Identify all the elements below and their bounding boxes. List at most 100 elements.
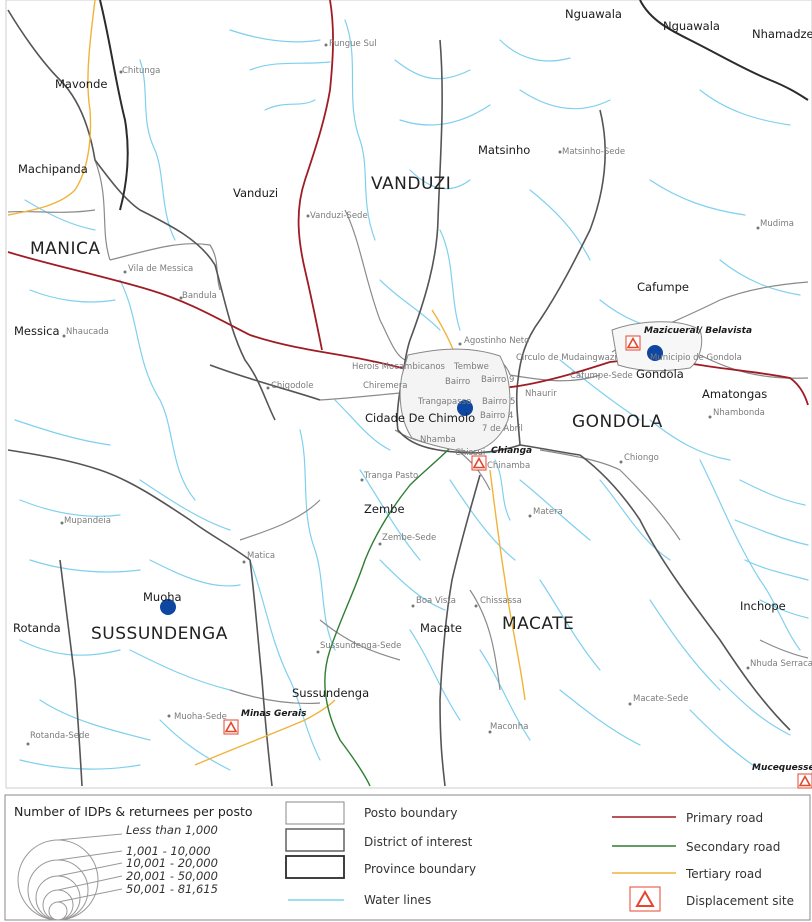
district-vanduzi: VANDUZI (371, 174, 451, 194)
label-tranga-posto: Trangapasso (417, 397, 471, 407)
label-municipio-gondola: Municipio de Gondola (650, 353, 742, 363)
label-rotanda-sede: Rotanda-Sede (30, 731, 90, 741)
small-labels: Pungue Sul Chitunga Matsinho-Sede Vanduz… (30, 39, 812, 741)
label-bandula: Bandula (182, 291, 217, 301)
secondary-roads (324, 434, 463, 787)
legend-swatch-posto (285, 801, 345, 825)
label-matera: Matera (533, 507, 563, 517)
legend-displacement-site: Displacement site (686, 894, 794, 908)
label-macate-sede: Macate-Sede (633, 694, 688, 704)
label-mucequesse: Mucequesse (752, 763, 812, 773)
label-pungue-sul: Pungue Sul (329, 39, 377, 49)
legend-size-class-5: 50,001 - 81,615 (126, 882, 218, 896)
legend-size-class-3: 10,001 - 20,000 (126, 856, 218, 870)
district-labels: VANDUZI MANICA GONDOLA SUSSUNDENGA MACAT… (30, 174, 663, 644)
water-lines (14, 19, 809, 771)
label-mazicueral: Mazicueral/ Belavista (644, 326, 752, 336)
label-cafumpe-sede: Cafumpe-Sede (570, 371, 633, 381)
label-nhambonda: Nhambonda (713, 408, 765, 418)
label-inchope: Inchope (740, 599, 786, 613)
legend-size-class-1: Less than 1,000 (126, 823, 218, 837)
label-cafumpe: Cafumpe (637, 280, 689, 294)
label-matsinho-sede: Matsinho-Sede (562, 147, 625, 157)
label-sete-de-abril: 7 de Abril (482, 424, 523, 434)
legend-size-circles (17, 833, 123, 921)
label-nhuda-serracao: Nhuda Serracao (750, 659, 812, 669)
idp-dot-gondola (647, 345, 663, 361)
legend-swatch-district (285, 828, 345, 852)
label-nhamadze: Nhamadze (752, 27, 812, 41)
displacement-site-icon (797, 773, 812, 789)
idp-dot-chimoio (457, 400, 473, 416)
label-chigodole: Chigodole (271, 381, 313, 391)
label-muoha-sede: Muoha-Sede (174, 712, 227, 722)
label-tembwe: Tembwe (453, 362, 489, 372)
label-muoha: Muoha (143, 590, 182, 604)
legend-primary-road: Primary road (686, 811, 763, 825)
label-cidade-chimoio: Cidade De Chimoio (365, 411, 475, 425)
label-zembe-sede: Zembe-Sede (382, 533, 436, 543)
label-messica: Messica (14, 324, 60, 338)
district-manica: MANICA (30, 239, 101, 259)
legend-water-lines: Water lines (364, 893, 431, 907)
legend: Number of IDPs & returnees per posto Les… (4, 794, 811, 921)
label-herois: Herois Mocambicanos (352, 362, 446, 372)
idp-dot-muoha (160, 599, 176, 615)
district-gondola: GONDOLA (572, 412, 663, 432)
label-chianga: Chianga (491, 446, 532, 456)
label-nguawala-n: Nguawala (565, 7, 622, 21)
label-nhamba: Nhamba (420, 435, 456, 445)
label-gondola: Gondola (636, 367, 684, 381)
town-labels: Nguawala Nguawala Nhamadze Mavonde Matsi… (13, 7, 812, 700)
displacement-site-icon (471, 455, 487, 471)
idp-dots (160, 345, 663, 615)
label-vanduzi-sede: Vanduzi-Sede (310, 211, 368, 221)
legend-size-class-4: 20,001 - 50,000 (126, 869, 218, 883)
legend-tertiary-road: Tertiary road (685, 867, 762, 881)
label-mupandeia: Mupandeia (64, 516, 111, 526)
label-vanduzi: Vanduzi (233, 186, 278, 200)
province-boundary (99, 0, 809, 211)
site-labels: Mazicueral/ Belavista Chianga Minas Gera… (241, 326, 812, 773)
label-nhaucada: Nhaucada (66, 327, 109, 337)
legend-swatch-province (285, 855, 345, 879)
place-markers (26, 43, 760, 746)
label-circulo-mudaingwazi: Circulo de Mudaingwazi (516, 353, 617, 363)
label-macate: Macate (420, 621, 462, 635)
label-matica: Matica (247, 551, 275, 561)
label-bairro-9: Bairro 9 (481, 375, 514, 385)
label-mavonde: Mavonde (55, 77, 107, 91)
label-chiremera: Chiremera (363, 381, 407, 391)
label-chissassa: Chissassa (480, 596, 522, 606)
label-bairro-5: Bairro 5 (482, 397, 515, 407)
label-vila-nova: Bairro (445, 377, 470, 387)
label-chiongo: Chiongo (624, 453, 659, 463)
label-matsinho: Matsinho (478, 143, 530, 157)
label-machipanda: Machipanda (18, 162, 88, 176)
label-chissui: Chissui (455, 448, 485, 458)
displacement-site-icon (625, 335, 641, 351)
label-sussundenga-sede: Sussundenga-Sede (320, 641, 401, 651)
label-sussundenga: Sussundenga (292, 686, 369, 700)
district-sussundenga: SUSSUNDENGA (91, 624, 228, 644)
label-maconha: Maconha (490, 722, 528, 732)
label-chitunga: Chitunga (122, 66, 160, 76)
displacement-site-icon (223, 719, 239, 735)
label-boa-vista: Boa Vista (416, 596, 456, 606)
label-tranga-pasto: Tranga Pasto (363, 471, 418, 481)
label-zembe: Zembe (364, 502, 405, 516)
label-nhaurir: Nhaurir (525, 389, 557, 399)
label-agostinho-neto: Agostinho Neto (464, 336, 529, 346)
label-bairro-4: Bairro 4 (480, 411, 513, 421)
legend-size-class-2: 1,001 - 10,000 (126, 844, 211, 858)
displacement-sites (223, 335, 812, 789)
label-chinamba: Chinamba (487, 461, 530, 471)
label-nguawala-e: Nguawala (663, 19, 720, 33)
legend-posto-boundary: Posto boundary (364, 806, 457, 820)
label-vila-de-messica: Vila de Messica (128, 264, 193, 274)
label-minas-gerais: Minas Gerais (241, 709, 307, 719)
label-amatongas: Amatongas (702, 387, 767, 401)
legend-province-boundary: Province boundary (364, 862, 476, 876)
district-macate: MACATE (502, 614, 574, 634)
